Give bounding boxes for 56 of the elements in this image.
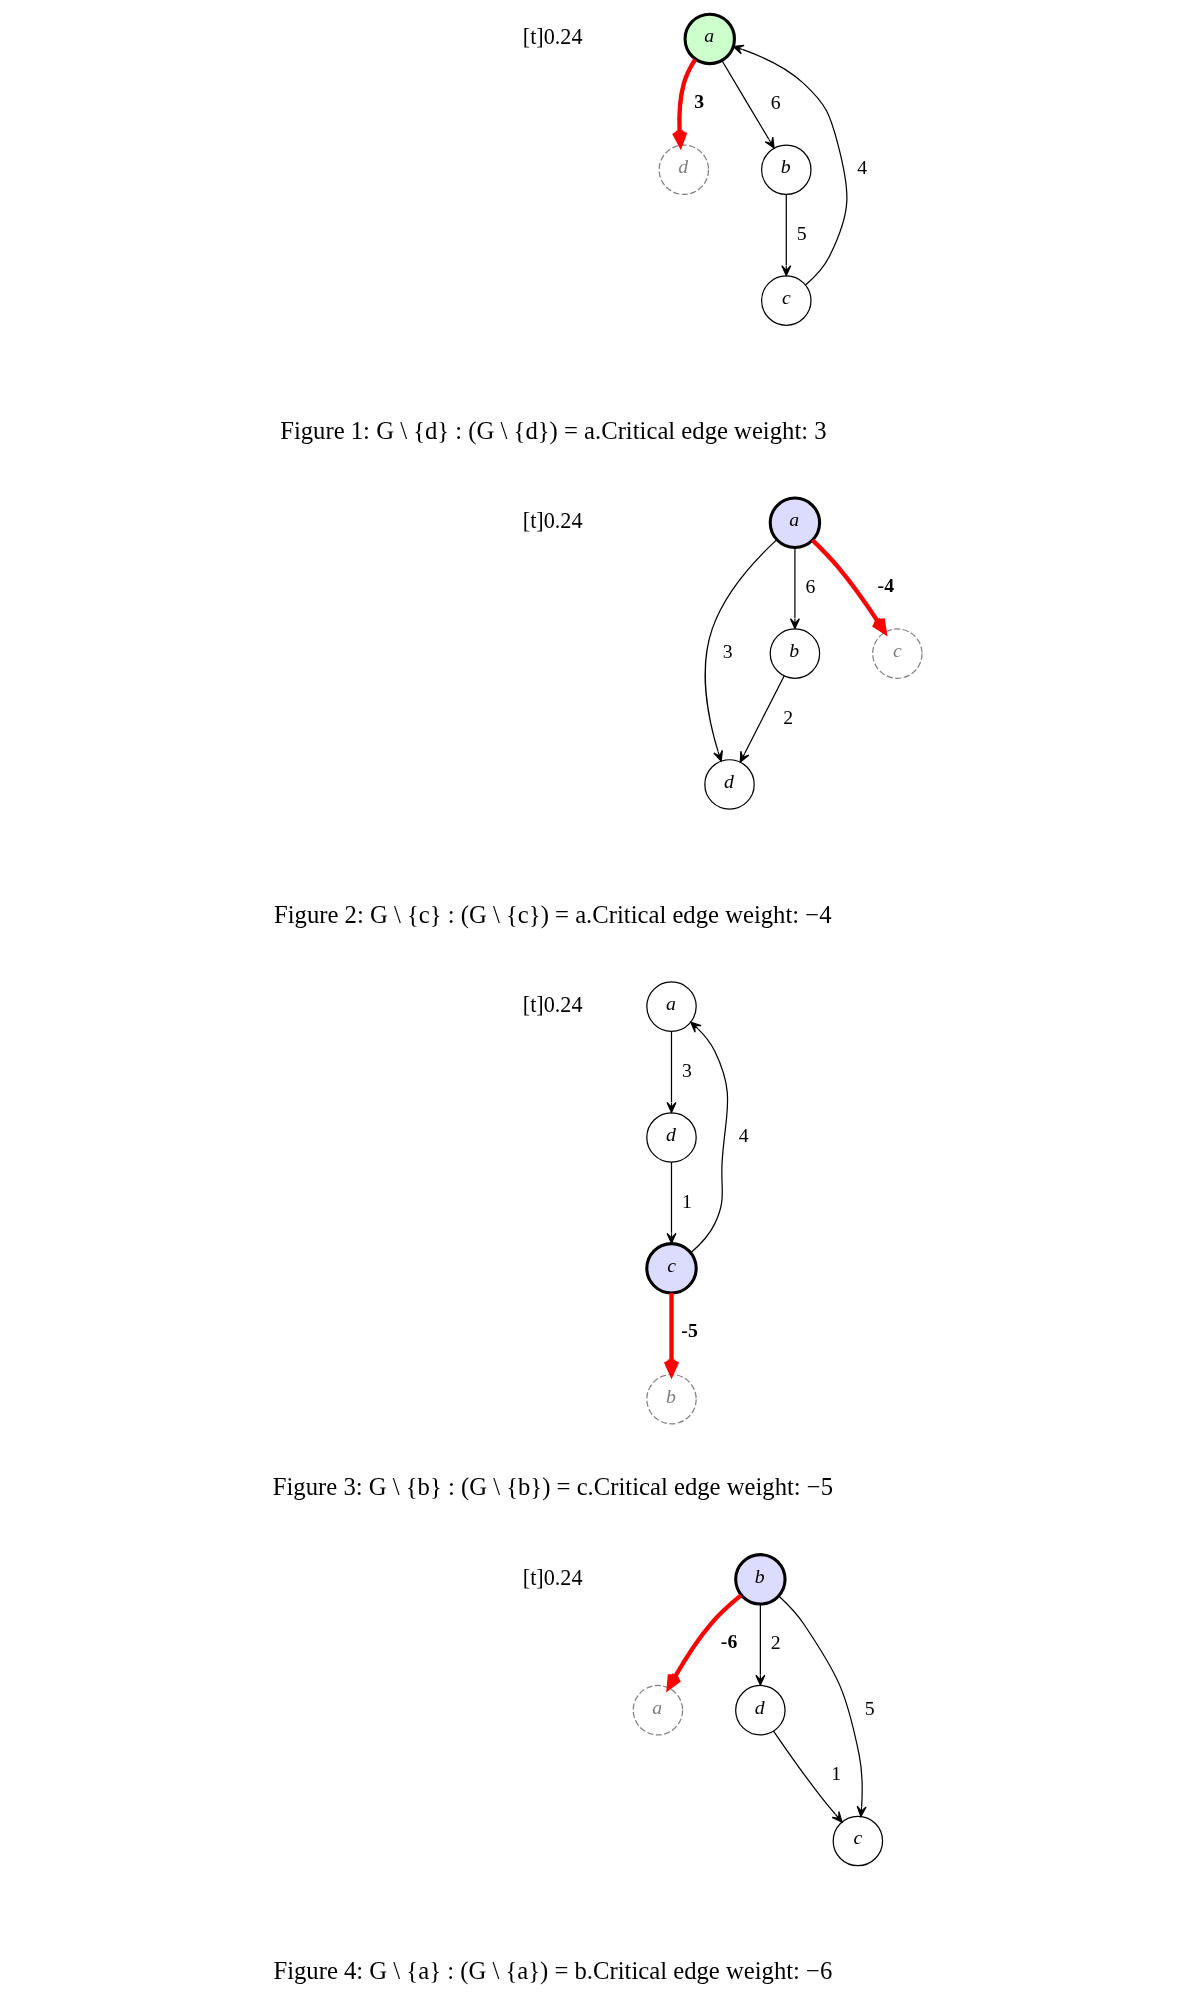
edge-label: 1 (831, 1762, 842, 1785)
edge-label: 6 (770, 91, 781, 114)
edge-label: 6 (805, 574, 816, 597)
node-circle: c (645, 1242, 698, 1295)
label: Figure 3: G \ {b} : (G \ {b}) = c.Critical edge weight: −5 (272, 1473, 834, 1501)
node-circle: d (704, 759, 755, 810)
edge-label: 2 (783, 705, 794, 728)
edge-label: 3 (681, 1058, 692, 1081)
arrow (671, 58, 698, 148)
arrow (778, 1595, 867, 1817)
edge-label: 3 (694, 89, 705, 112)
label: [t]0.24 (522, 508, 583, 534)
node-circle: c (832, 1815, 884, 1867)
node-circle: b (761, 144, 812, 196)
label: Figure 1: G \ {d} : (G \ {d}) = a.Critical edge weight: 3 (280, 416, 827, 444)
node-circle: b (646, 1373, 697, 1425)
label: [t]0.24 (522, 24, 583, 50)
arrow (704, 539, 778, 762)
edge-label: -6 (720, 1630, 738, 1653)
node-circle: d (735, 1684, 786, 1736)
edge-label: 4 (738, 1124, 749, 1147)
node-circle: a (646, 981, 697, 1032)
edge-label: 1 (681, 1189, 692, 1212)
edge-label: 3 (722, 640, 733, 663)
arrow (810, 538, 887, 635)
arrow (732, 44, 848, 286)
node-circle: c (761, 275, 812, 326)
label: Figure 4: G \ {a} : (G \ {a}) = b.Critical edge weight: −6 (273, 1957, 833, 1985)
arrow (789, 546, 800, 630)
label: Figure 2: G \ {c} : (G \ {c}) = a.Critical edge weight: −4 (274, 900, 832, 928)
node-circle: d (646, 1112, 697, 1163)
edge-label: 5 (796, 221, 807, 244)
node-circle: b (769, 628, 821, 679)
arrow (781, 193, 792, 277)
node-circle: d (658, 144, 710, 196)
arrow (666, 1030, 677, 1113)
edge-label: -4 (877, 573, 895, 596)
node-circle: a (632, 1684, 684, 1736)
node-circle: a (768, 496, 822, 549)
edge-label: 5 (864, 1696, 875, 1719)
arrow (755, 1603, 766, 1686)
node-circle: a (683, 12, 736, 66)
arrow (690, 1021, 729, 1254)
node-circle: b (734, 1553, 787, 1606)
edge-label: -5 (681, 1319, 698, 1342)
edge-label: 2 (770, 1631, 781, 1654)
label: [t]0.24 (522, 992, 583, 1018)
arrow (666, 1593, 743, 1690)
edge-label: 4 (857, 156, 868, 179)
arrow (663, 1293, 680, 1377)
arrow (721, 60, 775, 149)
node-circle: c (872, 628, 923, 679)
arrow (666, 1161, 677, 1244)
arrow (739, 675, 785, 763)
label: [t]0.24 (522, 1564, 583, 1590)
arrow (772, 1730, 843, 1823)
